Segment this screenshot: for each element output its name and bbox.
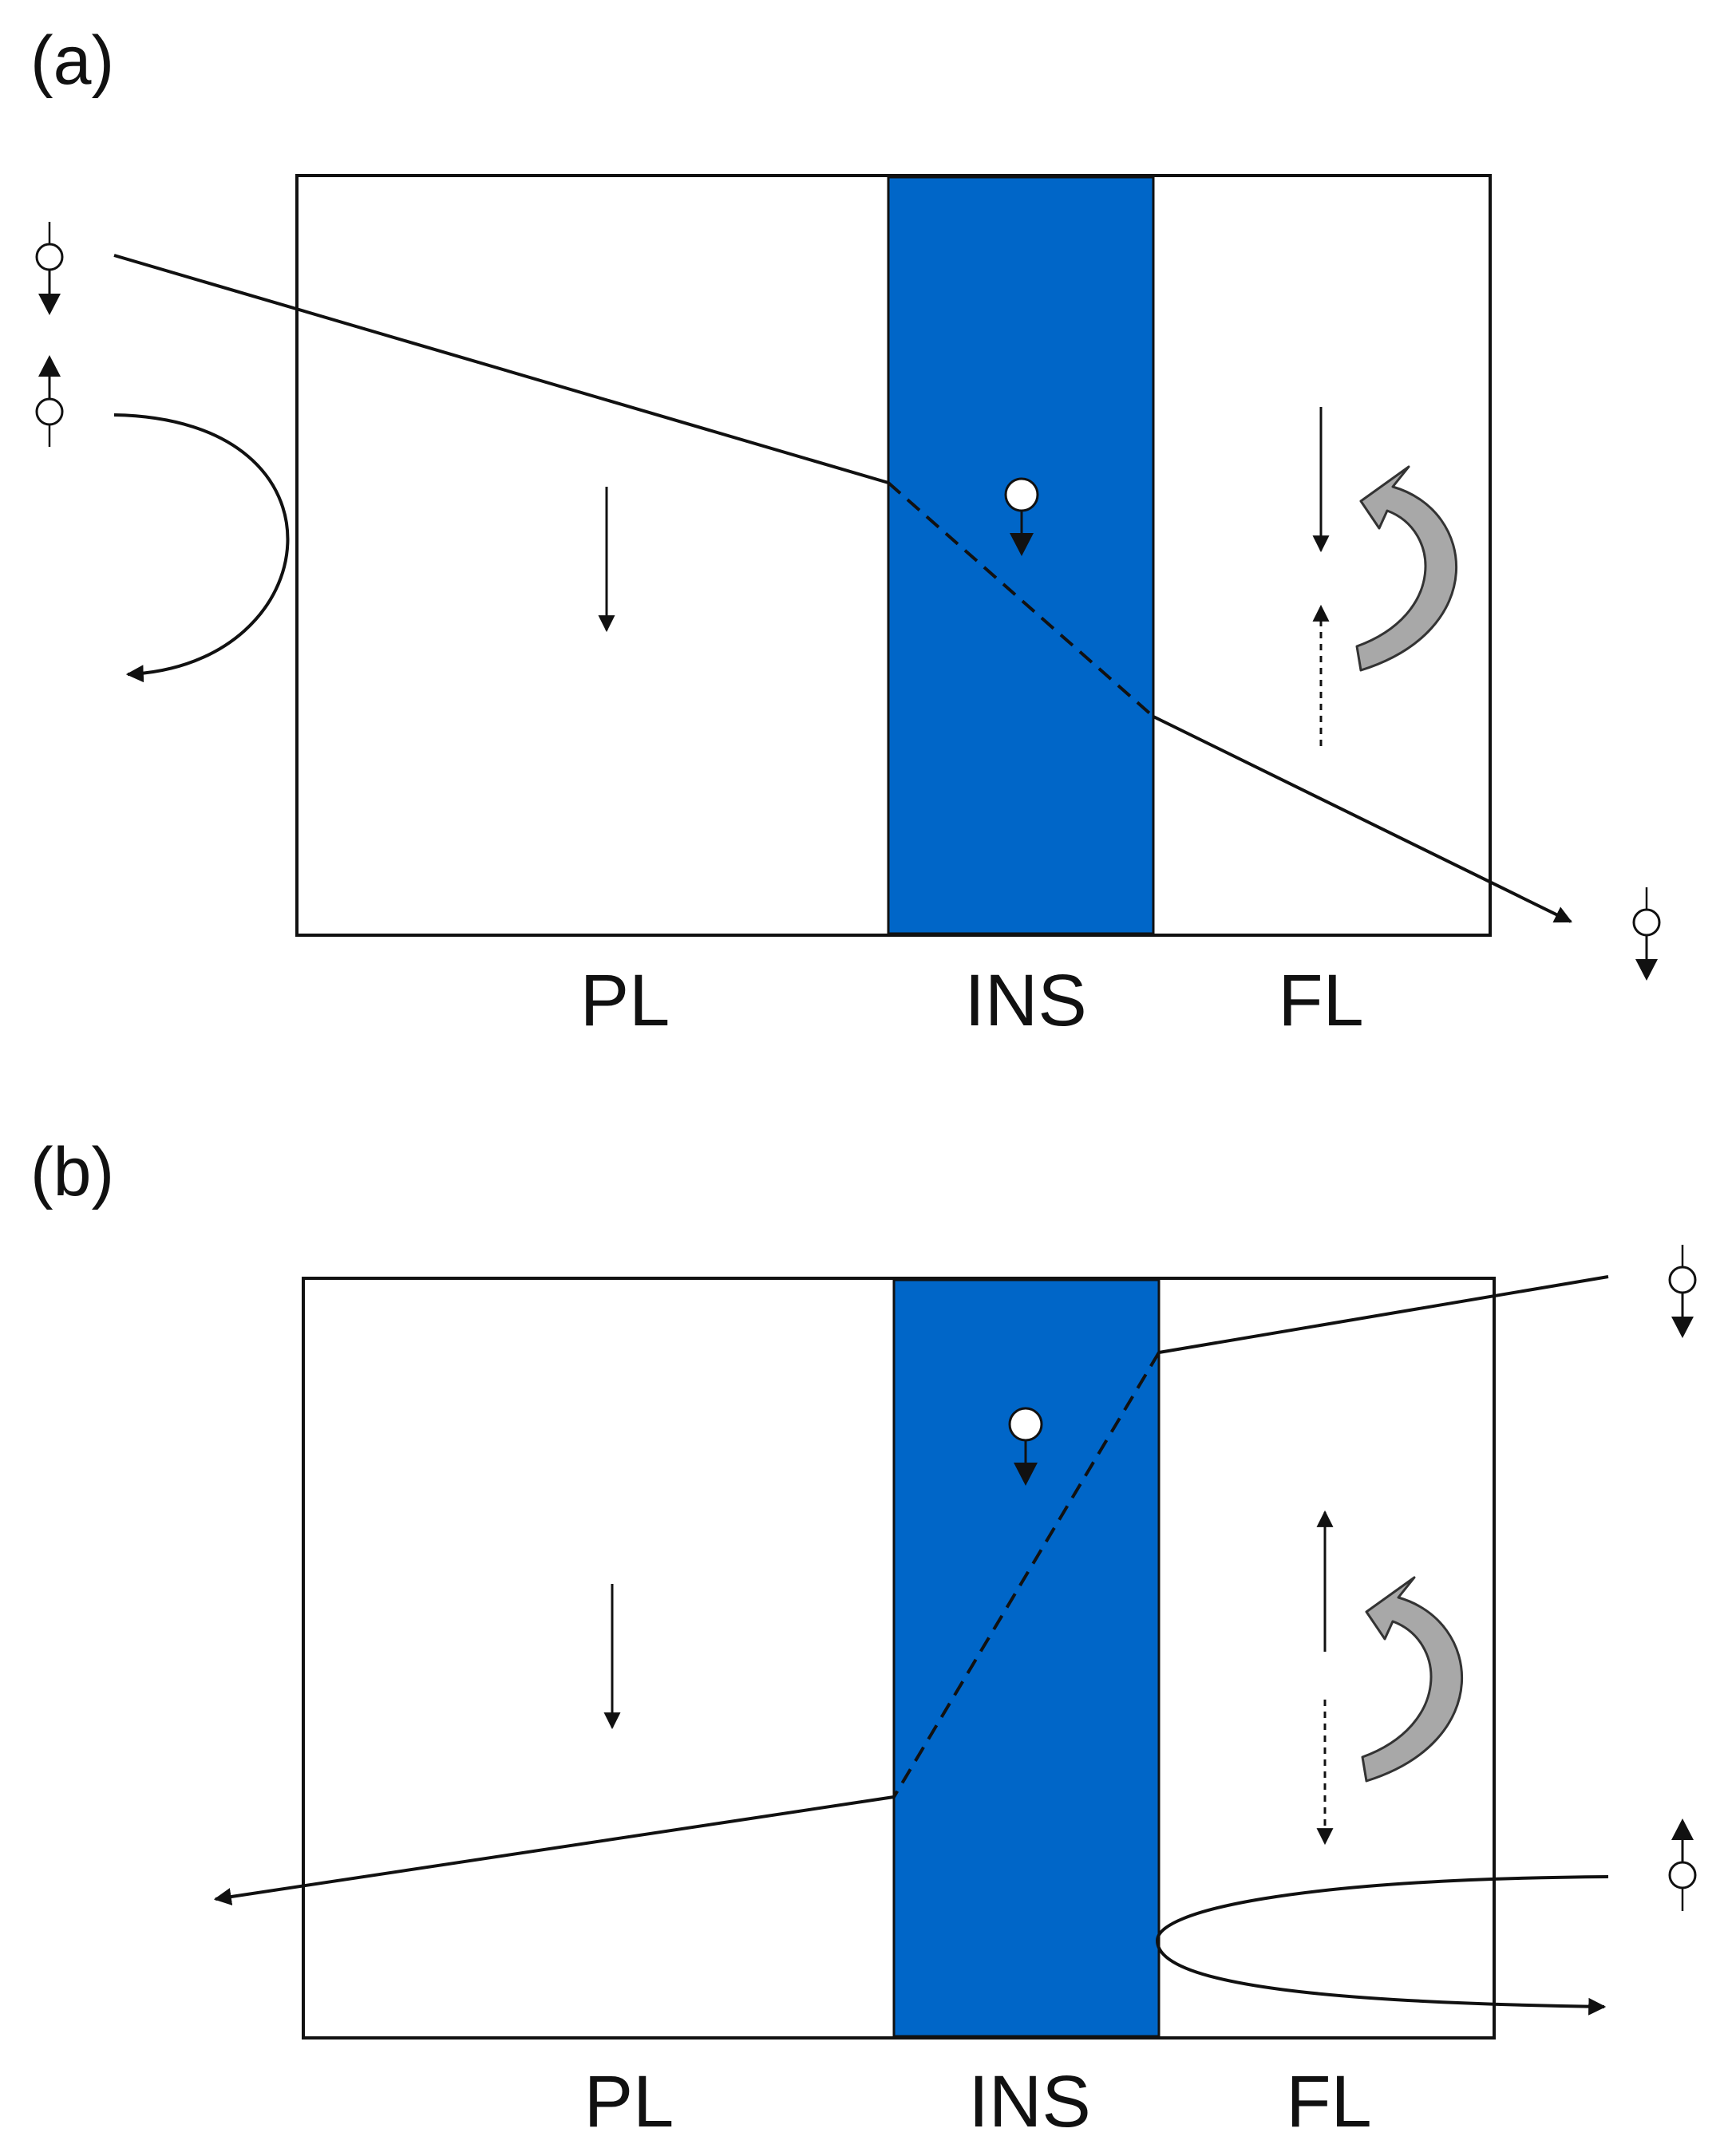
electron-spin-down-icon (35, 222, 64, 315)
electron-spin-down-icon (1668, 1245, 1697, 1338)
panel-a-insulator-layer (887, 176, 1155, 935)
panel-b-label: (b) (30, 1134, 114, 1210)
curved-rotation-arrow-icon (1361, 1576, 1464, 1783)
electron-spin-up-icon (35, 355, 64, 447)
panel-b-layer-label-fl: FL (1286, 2061, 1371, 2142)
panel-a-tunneling-path (887, 481, 1155, 718)
panel-a-layer-label-fl: FL (1278, 960, 1363, 1041)
electron-spin-up-icon (1668, 1818, 1697, 1911)
electron-spin-down-icon (1008, 1407, 1043, 1486)
panel-a-incoming-trajectory (113, 254, 889, 484)
curved-rotation-arrow-icon (1355, 465, 1458, 672)
panel-b-transmitted-arrow (213, 1795, 895, 1905)
panel-b-insulator-layer (892, 1278, 1161, 2038)
panel-b-incoming-trajectory (1158, 1275, 1609, 1354)
panel-b-reflected-arrow (1155, 1875, 1609, 2016)
panel-b-layer-label-pl: PL (584, 2061, 674, 2142)
panel-b: (b) (30, 1134, 1697, 2142)
electron-spin-down-icon (1004, 477, 1039, 556)
panel-a-label: (a) (30, 22, 114, 99)
panel-a-reflected-arrow (113, 413, 290, 683)
panel-a-layer-label-ins: INS (964, 960, 1086, 1041)
panel-b-layer-label-ins: INS (968, 2061, 1090, 2142)
panel-b-tunneling-path (892, 1351, 1161, 1799)
panel-a-transmitted-arrow (1153, 715, 1572, 923)
panel-a: (a) (30, 22, 1661, 1041)
panel-a-layer-label-pl: PL (580, 960, 670, 1041)
electron-spin-down-icon (1632, 887, 1661, 981)
